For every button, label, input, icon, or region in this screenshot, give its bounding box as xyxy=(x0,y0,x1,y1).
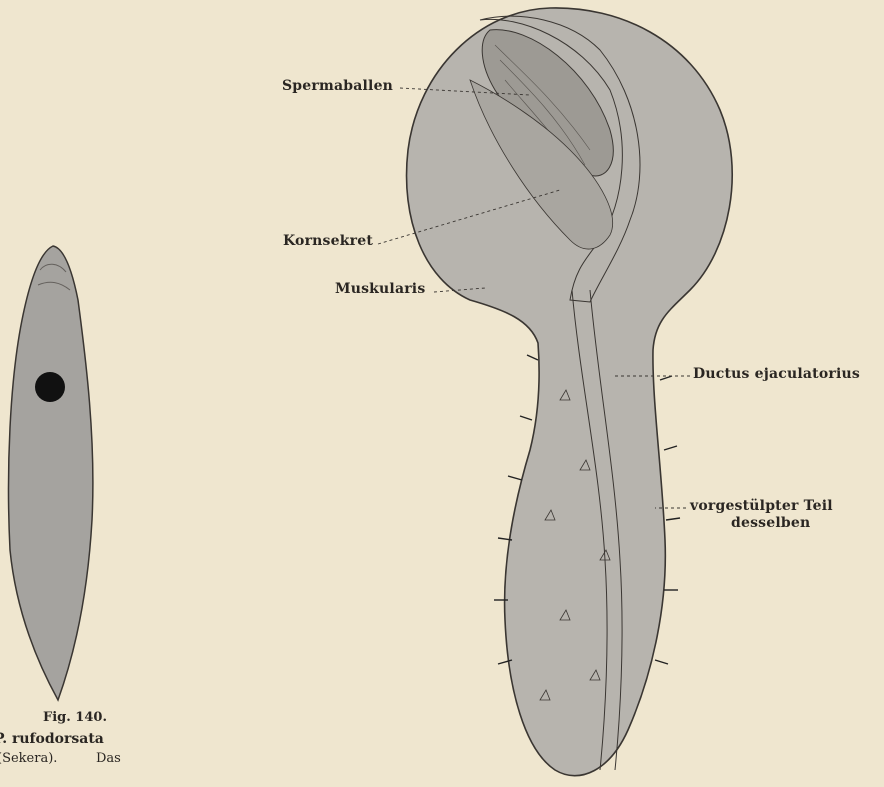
caption-author: (Sekera). xyxy=(0,751,57,766)
label-kornsekret: Kornsekret xyxy=(283,233,373,249)
label-ductus-ejaculatorius: Ductus ejaculatorius xyxy=(693,366,860,382)
label-spermaballen: Spermaballen xyxy=(282,78,393,94)
caption-das: Das xyxy=(96,751,121,766)
copulatory-organ xyxy=(407,8,733,776)
label-vorgestuelpter-teil: vorgestülpter Teil xyxy=(690,498,833,514)
figure-number: Fig. 140. xyxy=(43,710,107,725)
flatworm-figure xyxy=(9,246,93,700)
dark-spot xyxy=(35,372,65,402)
label-desselben: desselben xyxy=(731,515,810,531)
label-muskularis: Muskularis xyxy=(335,281,425,297)
caption-species: P. rufodorsata xyxy=(0,731,104,747)
